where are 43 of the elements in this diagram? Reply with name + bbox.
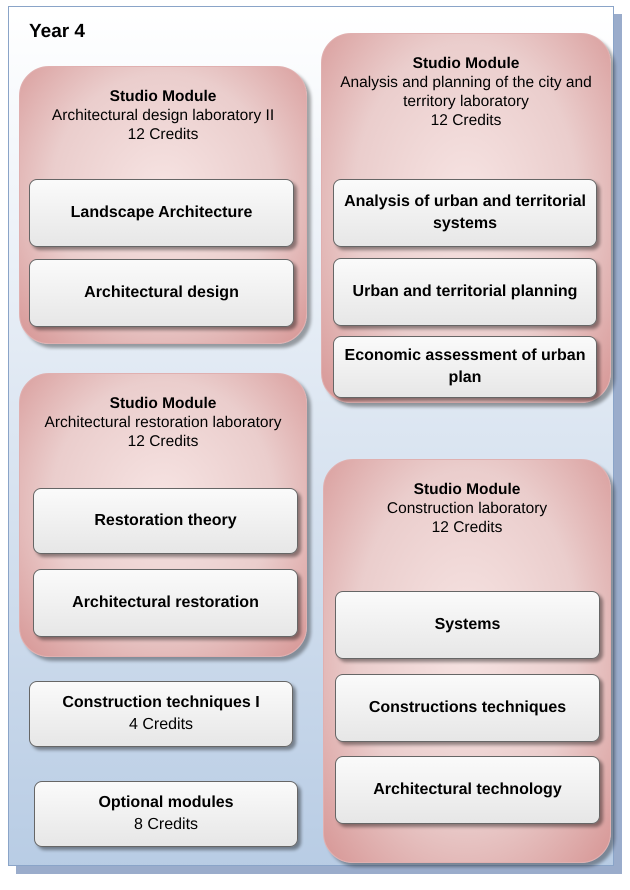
course-title: Architectural technology: [373, 780, 562, 800]
course-credits: 4 Credits: [128, 715, 194, 735]
module-title: Studio Module: [412, 54, 520, 73]
course-box: [29, 179, 294, 247]
course-box: [333, 336, 597, 398]
course-box: [29, 681, 293, 747]
course-title: Construction techniques I: [62, 693, 260, 713]
module-card: [19, 373, 307, 657]
module-text: 12 Credits: [430, 518, 504, 537]
course-box: [335, 591, 600, 659]
course-title: Urban and territorial planning: [352, 282, 578, 302]
course-title: Architectural design: [84, 283, 239, 303]
module-card: [323, 459, 611, 863]
panel-title: Year 4: [29, 21, 85, 43]
course-title: Optional modules: [98, 793, 234, 813]
module-title: Studio Module: [412, 480, 522, 499]
course-box: [333, 258, 597, 326]
course-credits: 8 Credits: [134, 815, 198, 835]
module-text: Analysis and planning of the city and territory laboratory: [339, 73, 593, 111]
course-title: Analysis of urban and territorial systems: [344, 192, 586, 234]
module-text: Architectural restoration laboratory: [44, 413, 282, 432]
course-title: Architectural restoration: [72, 593, 259, 613]
course-box: [33, 488, 298, 554]
module-text: 12 Credits: [126, 432, 200, 451]
module-text: Architectural design laboratory II: [50, 106, 276, 125]
module-card: [321, 33, 611, 403]
course-box: [335, 756, 600, 824]
module-text: Construction laboratory: [386, 499, 548, 518]
course-title: Systems: [434, 615, 500, 635]
course-box: [29, 259, 294, 327]
course-box: [33, 569, 298, 637]
module-text: 12 Credits: [430, 111, 502, 130]
module-title: Studio Module: [108, 87, 218, 106]
course-title: Restoration theory: [94, 511, 237, 531]
course-title: Economic assessment of urban plan: [344, 346, 586, 388]
course-box: [34, 781, 298, 847]
module-card: [19, 66, 307, 344]
course-title: Constructions techniques: [368, 698, 566, 718]
course-box: [335, 674, 600, 742]
module-text: 12 Credits: [126, 125, 200, 144]
module-title: Studio Module: [108, 394, 218, 413]
course-title: Landscape Architecture: [70, 203, 252, 223]
course-box: [333, 179, 597, 247]
